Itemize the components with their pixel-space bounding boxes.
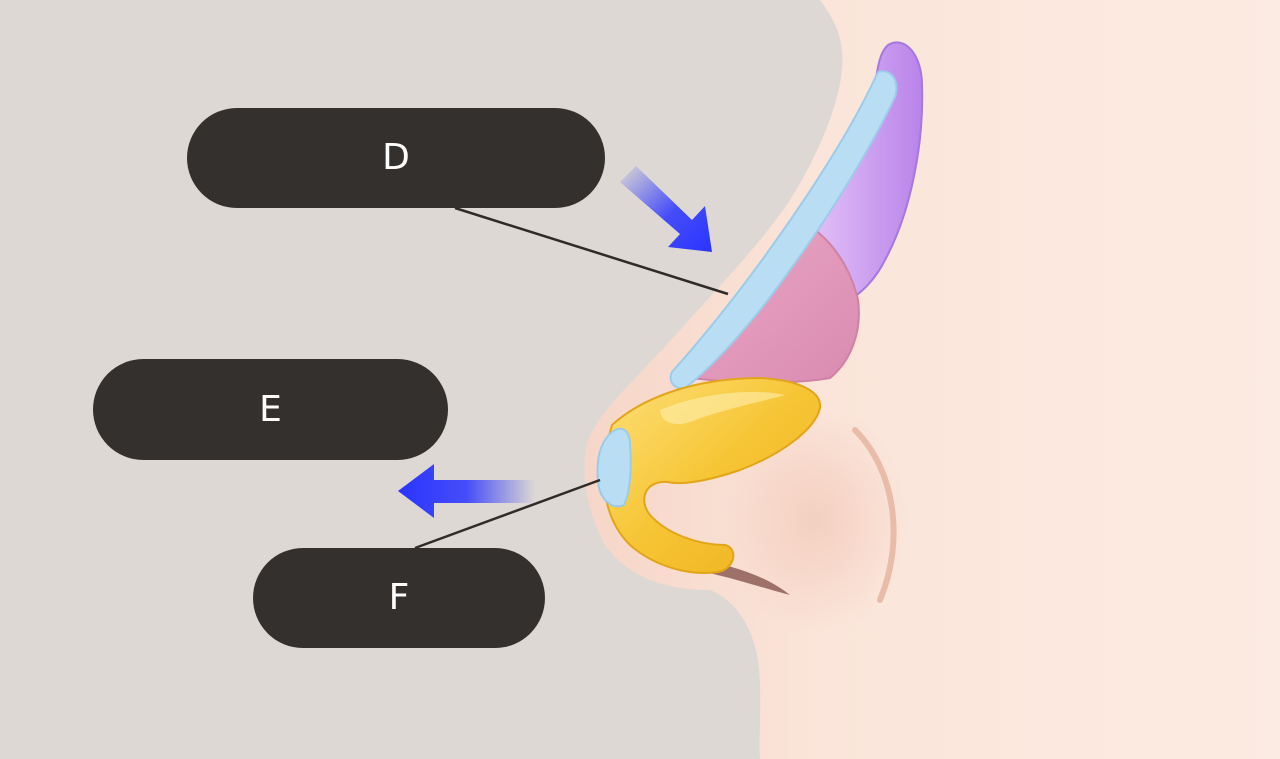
label-e: E [93,359,448,460]
ala-outline [852,427,897,603]
arrow-left-icon [398,464,535,518]
label-d: D [187,108,605,208]
arrow-down-right-icon [620,166,712,252]
leader-line-d [454,206,729,296]
ala-shading [720,405,910,635]
cartilage-yellow [603,376,822,574]
leader-line-f [414,478,601,550]
implant-tip [596,427,632,508]
cartilage-yellow-highlight [660,391,785,425]
label-f: F [253,548,545,648]
